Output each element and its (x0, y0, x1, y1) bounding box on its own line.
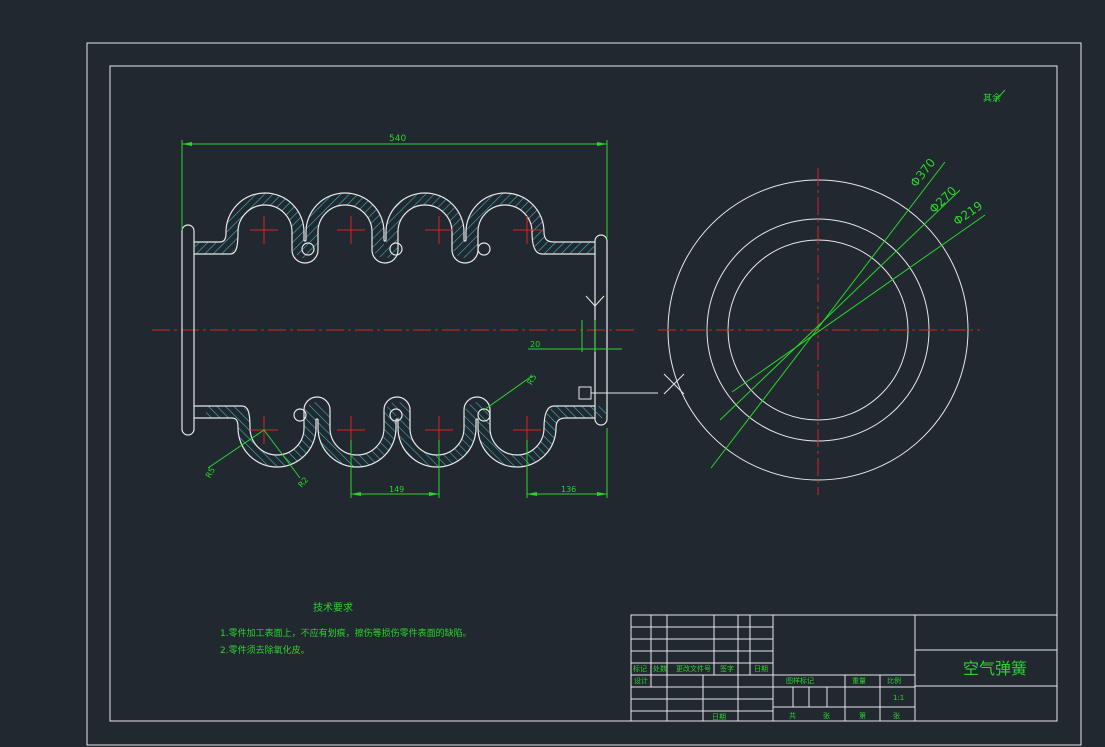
left-flange (181, 224, 195, 436)
dim-flange-thickness: 20 (528, 320, 622, 352)
svg-text:R5: R5 (204, 466, 217, 480)
end-view: Φ370 Φ270 Φ219 (658, 156, 986, 495)
upper-ring-2 (389, 242, 403, 256)
svg-text:张: 张 (823, 711, 830, 720)
upper-bellows-inner (194, 204, 595, 264)
svg-text:第: 第 (859, 711, 866, 720)
upper-ring-3 (477, 242, 491, 256)
drawing-title: 空气弹簧 (963, 659, 1027, 678)
svg-text:R2: R2 (296, 475, 310, 489)
svg-text:共: 共 (789, 711, 796, 720)
svg-text:20: 20 (530, 340, 540, 349)
dim-overall-length: 540 (181, 134, 608, 238)
upper-ring-1 (301, 242, 315, 256)
lower-bellows (194, 396, 607, 468)
dim-pitch: 149 (350, 440, 440, 498)
tech-item-2: 2.零件须去除氧化皮。 (220, 644, 310, 656)
svg-text:136: 136 (561, 485, 576, 494)
tech-item-1: 1.零件加工表面上，不应有划痕，擦伤等损伤零件表面的缺陷。 (220, 627, 472, 639)
svg-text:比例: 比例 (887, 676, 901, 685)
svg-text:处数: 处数 (653, 664, 667, 673)
tech-heading: 技术要求 (313, 601, 353, 614)
upper-bellows-outer (194, 192, 595, 243)
side-view: 540 149 136 20 (152, 134, 685, 498)
title-block: 标记 处数 更改文件号 签字 日期 设计 日期 图样标记 重量 比例 1:1 共… (630, 614, 1058, 722)
svg-text:标记: 标记 (633, 664, 647, 673)
svg-text:设计: 设计 (634, 676, 648, 685)
svg-text:540: 540 (389, 134, 406, 144)
svg-text:重量: 重量 (852, 677, 866, 685)
svg-text:R5: R5 (525, 373, 538, 387)
svg-text:图样标记: 图样标记 (786, 676, 814, 685)
dim-diameter-370: Φ370 (907, 156, 938, 190)
outer-frame (86, 42, 1082, 746)
svg-text:签字: 签字 (720, 664, 734, 673)
dim-end-offset: 136 (526, 428, 608, 498)
center-marks (250, 216, 541, 444)
svg-text:日期: 日期 (754, 665, 768, 673)
dim-diameter-270: Φ270 (926, 184, 959, 217)
roughness-symbol (994, 89, 1006, 102)
inner-frame (109, 65, 1058, 722)
surface-symbol (578, 295, 685, 400)
svg-text:149: 149 (389, 485, 404, 494)
svg-text:日期: 日期 (712, 713, 726, 721)
svg-text:张: 张 (893, 711, 900, 720)
svg-text:更改文件号: 更改文件号 (676, 664, 711, 673)
dim-diameter-219: Φ219 (951, 198, 986, 228)
svg-text:1:1: 1:1 (893, 694, 904, 702)
tech-requirements: 技术要求 1.零件加工表面上，不应有划痕，擦伤等损伤零件表面的缺陷。 2.零件须… (220, 601, 472, 656)
radius-leaders: R5 R2 R5 (204, 373, 539, 490)
roughness-note: 其余 (983, 92, 1001, 104)
upper-bellows-hatch (194, 193, 595, 258)
